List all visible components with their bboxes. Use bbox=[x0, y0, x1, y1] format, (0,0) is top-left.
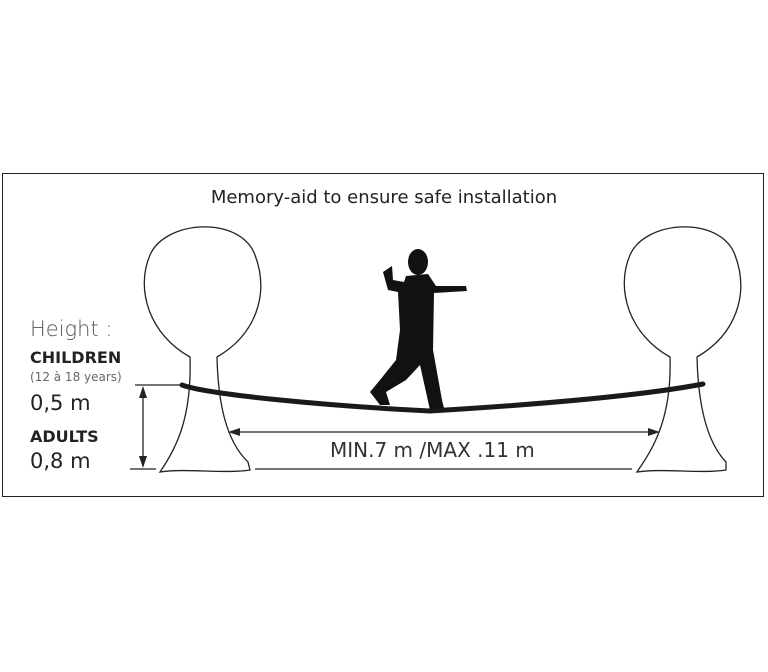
left-tree bbox=[143, 226, 262, 473]
right-tree bbox=[623, 226, 742, 473]
adults-height-value: 0,8 m bbox=[30, 449, 91, 473]
children-height-value: 0,5 m bbox=[30, 391, 91, 415]
arrow-right-icon bbox=[648, 428, 660, 436]
slackline-rope bbox=[179, 381, 706, 414]
arrow-left-icon bbox=[228, 428, 240, 436]
diagram-frame bbox=[2, 173, 764, 497]
height-label: Height : bbox=[30, 317, 113, 341]
arrow-down-icon bbox=[139, 456, 147, 468]
arrow-up-icon bbox=[139, 386, 147, 398]
diagram-title: Memory-aid to ensure safe installation bbox=[210, 187, 558, 208]
distance-label: MIN.7 m /MAX .11 m bbox=[330, 438, 535, 462]
person-silhouette bbox=[370, 249, 467, 410]
adults-label: ADULTS bbox=[30, 427, 99, 446]
children-label: CHILDREN bbox=[30, 348, 122, 367]
children-age: (12 à 18 years) bbox=[30, 370, 122, 384]
